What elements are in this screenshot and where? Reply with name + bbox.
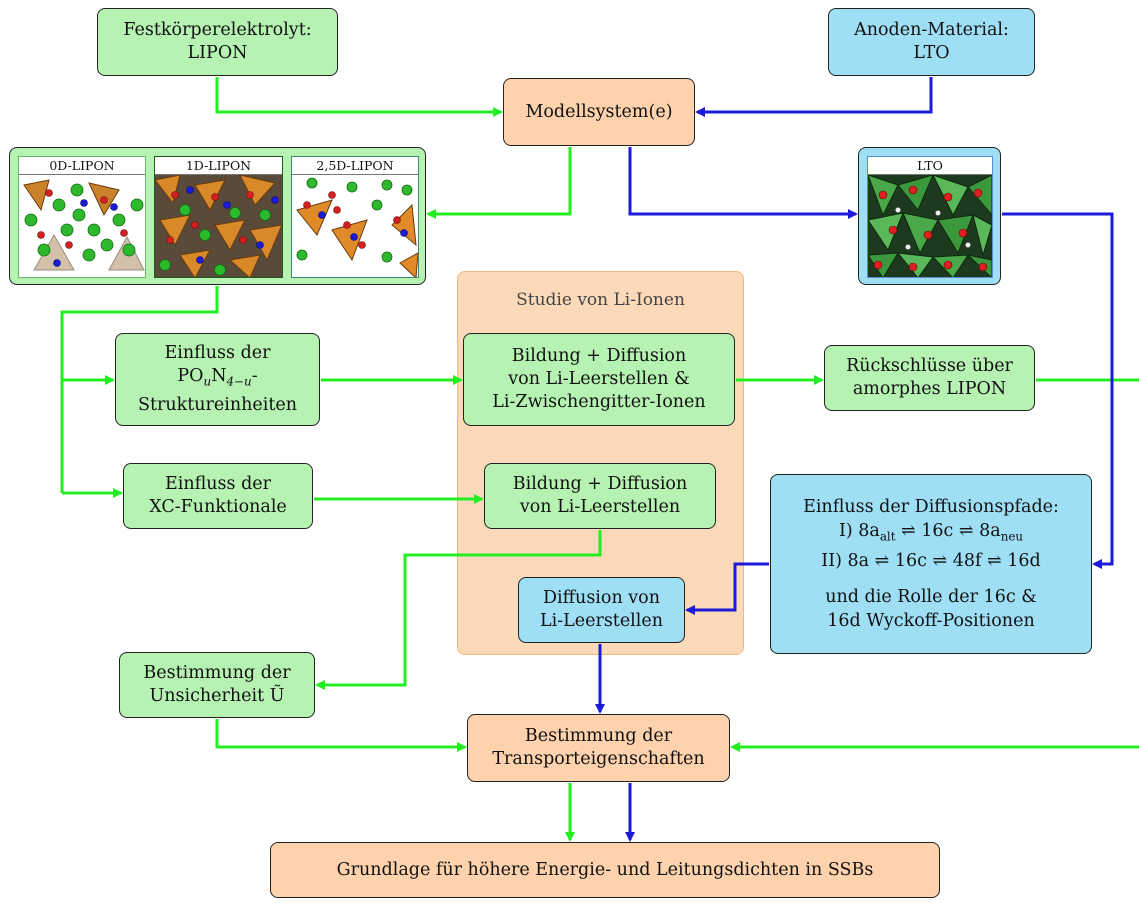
formation-vacancies-box: Bildung + Diffusion von Li-Leerstellen xyxy=(484,463,716,529)
lipon-1d-structure-image xyxy=(155,175,282,277)
arrow-anode-to-model xyxy=(695,77,933,117)
lto-structure-image xyxy=(868,175,992,277)
tile-1d-lipon: 1D-LIPON xyxy=(154,156,283,278)
path1-mid: ⇌ 16c ⇌ 8a xyxy=(895,521,1001,542)
tile-25d-lipon: 2,5D-LIPON xyxy=(291,156,419,278)
arrow-electrolyte-to-model xyxy=(215,77,503,117)
influence-units-line3: Struktureinheiten xyxy=(137,394,298,415)
arrow-formation2-to-uncertainty xyxy=(315,530,602,690)
influence-xc-box: Einfluss der XC-Funktionale xyxy=(123,463,313,529)
conclusions-line1: Rückschlüsse über xyxy=(846,356,1013,376)
path1-sub-alt: alt xyxy=(879,529,896,544)
uncertainty-box: Bestimmung der Unsicherheit Ũ xyxy=(119,652,315,718)
formula-sub-u: u xyxy=(203,374,212,389)
arrow-model-to-lto xyxy=(628,147,858,219)
line-lipon-down xyxy=(60,286,219,493)
lipon-25d-structure-image xyxy=(292,175,418,277)
arrow-lto-to-diffusion-paths xyxy=(1002,212,1114,569)
diffusion-vacancies-box: Diffusion von Li-Leerstellen xyxy=(518,577,685,643)
arrow-model-to-lipon xyxy=(426,147,572,219)
influence-units-line1: Einfluss der xyxy=(164,343,271,364)
lipon-0d-structure-image xyxy=(19,175,145,277)
tile-0d-lipon: 0D-LIPON xyxy=(18,156,146,278)
path1-prefix: I) 8a xyxy=(838,521,880,542)
electrolyte-box: Festkörperelektrolyt: LIPON xyxy=(97,8,338,76)
influence-xc-line2: XC-Funktionale xyxy=(149,497,287,517)
electrolyte-line2: LIPON xyxy=(187,43,248,63)
formation1-line3: Li-Zwischengitter-Ionen xyxy=(492,392,706,412)
formula-n: N xyxy=(211,366,227,387)
diffusion-paths-line5: 16d Wyckoff-Positionen xyxy=(827,610,1035,631)
model-system-label: Modellsystem(e) xyxy=(525,101,673,122)
path1-sub-neu: neu xyxy=(1000,529,1024,544)
formation1-line1: Bildung + Diffusion xyxy=(511,346,687,366)
study-group-title: Studie von Li-Ionen xyxy=(516,290,685,310)
tile-0d-lipon-label: 0D-LIPON xyxy=(19,157,145,175)
formation2-line1: Bildung + Diffusion xyxy=(512,474,688,494)
tile-1d-lipon-label: 1D-LIPON xyxy=(155,157,282,175)
anode-line1: Anoden-Material: xyxy=(854,20,1009,40)
tile-25d-lipon-label: 2,5D-LIPON xyxy=(292,157,418,175)
influence-units-formula: POuN4−u- xyxy=(177,365,257,394)
transport-properties-box: Bestimmung der Transporteigenschaften xyxy=(467,714,730,782)
lipon-structures-panel: 0D-LIPON xyxy=(9,147,426,285)
diffusion-paths-line4: und die Rolle der 16c & xyxy=(825,586,1037,607)
foundation-label: Grundlage für höhere Energie- und Leitun… xyxy=(336,859,874,880)
arrow-uncertainty-to-transport xyxy=(215,719,467,752)
diffusion-paths-line2: I) 8aalt ⇌ 16c ⇌ 8aneu xyxy=(839,519,1023,549)
diffusion-vac-line1: Diffusion von xyxy=(543,588,660,608)
formation2-line2: von Li-Leerstellen xyxy=(519,497,681,517)
transport-line1: Bestimmung der xyxy=(524,726,673,746)
diffusion-vac-line2: Li-Leerstellen xyxy=(539,611,664,631)
conclusions-line2: amorphes LIPON xyxy=(852,379,1007,399)
formula-po: PO xyxy=(177,366,204,387)
formation-diffusion-box: Bildung + Diffusion von Li-Leerstellen &… xyxy=(463,333,735,426)
diffusion-paths-line1: Einfluss der Diffusionspfade: xyxy=(803,497,1059,518)
foundation-box: Grundlage für höhere Energie- und Leitun… xyxy=(270,842,940,898)
formula-hyphen: - xyxy=(251,366,258,387)
diffusion-paths-line3: II) 8a ⇌ 16c ⇌ 48f ⇌ 16d xyxy=(821,550,1041,571)
uncertainty-line1: Bestimmung der xyxy=(143,663,291,683)
influence-structural-units-box: Einfluss der POuN4−u- Struktureinheiten xyxy=(115,333,320,426)
conclusions-box: Rückschlüsse über amorphes LIPON xyxy=(824,345,1035,411)
formula-sub-4u: 4−u xyxy=(226,374,252,389)
uncertainty-line2: Unsicherheit Ũ xyxy=(149,686,285,706)
tile-lto-label: LTO xyxy=(868,157,992,175)
influence-xc-line1: Einfluss der xyxy=(164,474,272,494)
model-system-box: Modellsystem(e) xyxy=(503,78,695,146)
transport-line2: Transporteigenschaften xyxy=(492,749,705,769)
tile-lto: LTO xyxy=(867,156,993,278)
lto-structure-panel: LTO xyxy=(858,147,1001,285)
anode-line2: LTO xyxy=(913,43,950,63)
electrolyte-line1: Festkörperelektrolyt: xyxy=(123,20,312,40)
arrow-paths-to-diffusion-vac xyxy=(685,562,769,615)
anode-box: Anoden-Material: LTO xyxy=(828,8,1035,76)
formation1-line2: von Li-Leerstellen & xyxy=(508,369,690,389)
diffusion-paths-box: Einfluss der Diffusionspfade: I) 8aalt ⇌… xyxy=(770,474,1092,654)
